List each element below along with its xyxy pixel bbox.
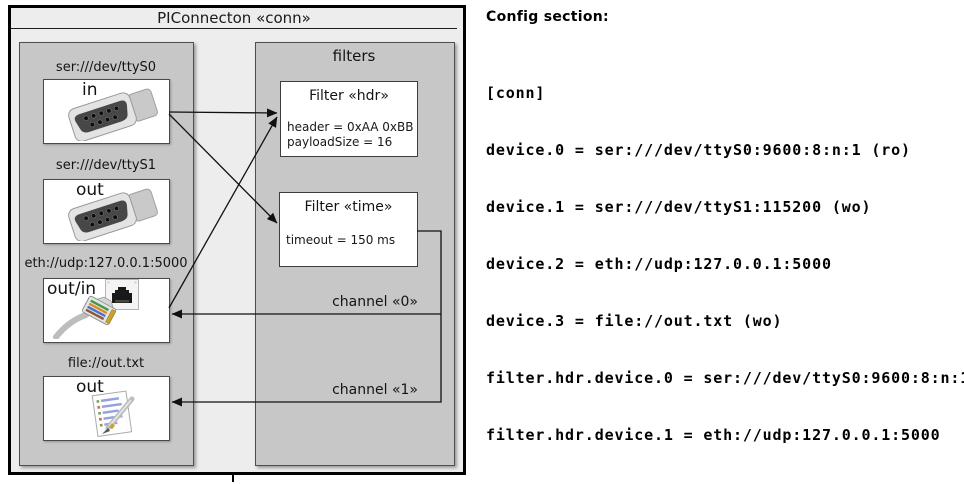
filter-time-prop-timeout: timeout = 150 ms <box>286 233 396 247</box>
config-line: device.1 = ser:///dev/ttyS1:115200 (wo) <box>486 198 872 216</box>
port-label-out-in: out/in <box>47 279 97 299</box>
filter-time-box: Filter «time» timeout = 150 ms <box>279 192 418 267</box>
config-line: filter.hdr.device.0 = ser:///dev/ttyS0:9… <box>486 369 964 387</box>
config-line: device.3 = file://out.txt (wo) <box>486 312 783 330</box>
config-line: device.2 = eth://udp:127.0.0.1:5000 <box>486 255 832 273</box>
config-section-text: [conn] device.0 = ser:///dev/ttyS0:9600:… <box>486 46 964 484</box>
port-label-in: in <box>82 80 98 100</box>
bottom-tick-mark <box>232 472 234 482</box>
device-udp-label: eth://udp:127.0.0.1:5000 <box>24 256 188 271</box>
port-label-out-serial: out <box>76 180 104 200</box>
config-section-header: Config section: <box>486 9 609 25</box>
config-line: device.0 = ser:///dev/ttyS0:9600:8:n:1 (… <box>486 141 911 159</box>
filter-hdr-box: Filter «hdr» header = 0xAA 0xBB payloadS… <box>280 81 418 157</box>
device-ttyS1-label: ser:///dev/ttyS1 <box>55 158 157 173</box>
filter-hdr-prop-payloadsize: payloadSize = 16 <box>287 135 393 149</box>
port-label-out-file: out <box>76 377 104 397</box>
channel-1-label: channel «1» <box>332 382 418 398</box>
filter-time-title: Filter «time» <box>304 199 393 215</box>
channel-0-label: channel «0» <box>332 294 418 310</box>
device-file-label: file://out.txt <box>67 356 145 371</box>
filter-hdr-prop-header: header = 0xAA 0xBB <box>287 120 414 134</box>
diagram-title: PIConnecton «conn» <box>11 8 457 29</box>
filters-panel-title: filters <box>332 47 376 65</box>
config-line: filter.hdr.device.1 = eth://udp:127.0.0.… <box>486 426 941 444</box>
config-line: [conn] <box>486 84 546 102</box>
device-box-ttyS1 <box>43 179 170 244</box>
device-ttyS0-label: ser:///dev/ttyS0 <box>55 60 157 75</box>
device-box-ttyS0 <box>43 79 170 144</box>
device-box-file <box>43 376 170 441</box>
filter-hdr-title: Filter «hdr» <box>309 88 389 104</box>
